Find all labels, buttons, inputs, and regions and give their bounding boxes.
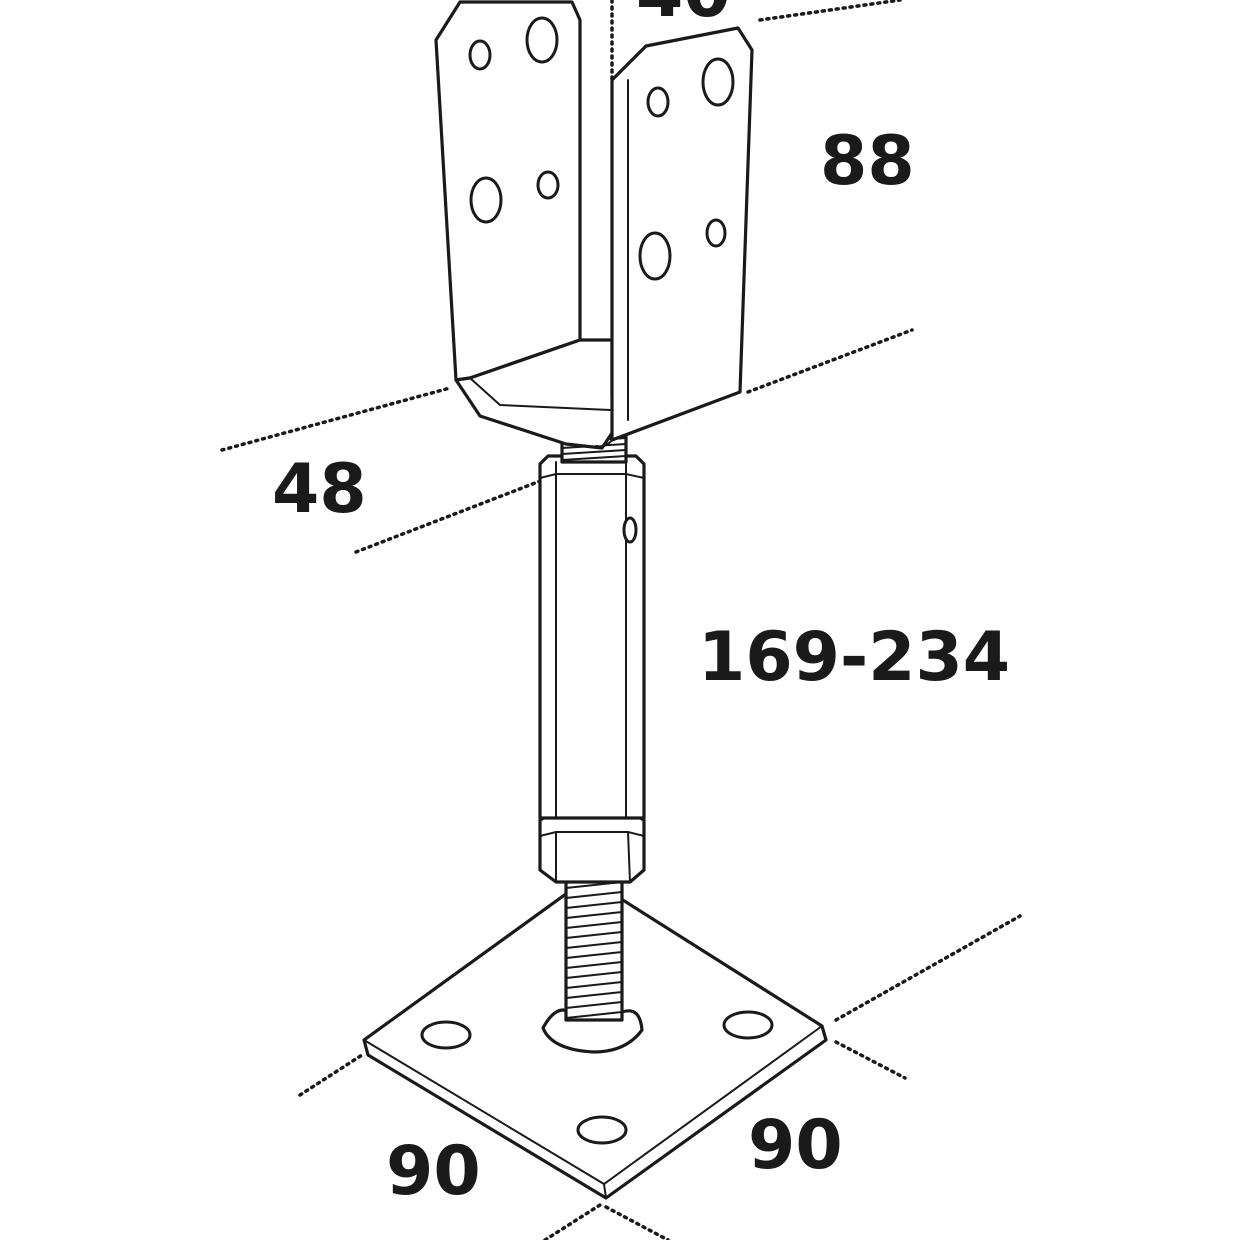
base-width-leader-bottom: [543, 1203, 602, 1240]
base-hole-right: [722, 1010, 774, 1040]
bracket-hole: [536, 170, 560, 200]
threaded-rod: [564, 876, 624, 1022]
bracket-hole: [646, 86, 670, 118]
base-depth-leader-upper: [834, 914, 1022, 1022]
bracket-depth-leader-lower: [354, 476, 550, 554]
bracket-depth-leader-upper: [220, 386, 452, 452]
dimension-base-depth: 90: [748, 1106, 843, 1185]
base-width-leader-left: [298, 1053, 364, 1097]
bracket-hole: [525, 16, 559, 64]
dimension-bracket-depth: 48: [272, 450, 367, 529]
hex-nut: [538, 814, 646, 884]
bracket-hole: [638, 231, 672, 281]
dimension-lines: [220, 0, 1022, 1240]
rod-thread: [565, 881, 623, 1019]
bracket-hole: [701, 57, 735, 107]
dimension-base-width: 90: [386, 1132, 481, 1211]
u-bracket: [434, 0, 754, 450]
top-width-leader-right: [758, 0, 902, 22]
bracket-hole: [705, 218, 727, 248]
base-depth-leader-right: [834, 1040, 907, 1080]
bracket-height-leader: [746, 328, 914, 394]
dimension-adjustable-height: 169-234: [698, 618, 1010, 697]
base-hole-front: [576, 1115, 628, 1145]
bracket-hole: [468, 39, 492, 71]
hex-tube: [538, 454, 646, 820]
bracket-hole: [469, 176, 503, 224]
base-hole-left: [420, 1020, 472, 1050]
dimension-top-width: 40: [636, 0, 731, 33]
tube-pin-hole: [622, 516, 638, 544]
base-depth-leader-bottom: [604, 1205, 670, 1240]
dimension-bracket-height: 88: [820, 122, 915, 201]
